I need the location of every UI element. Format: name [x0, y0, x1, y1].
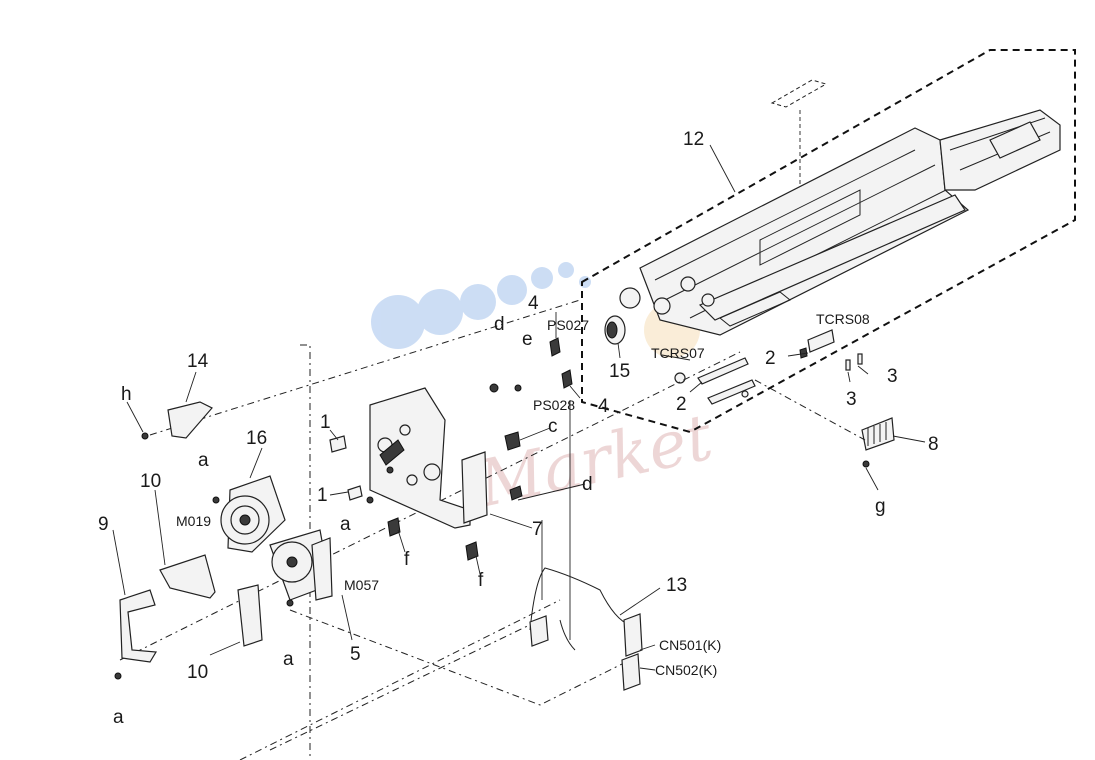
- label-ps028: PS028: [533, 397, 575, 413]
- label-a4: a: [113, 707, 124, 728]
- label-1a: 1: [320, 412, 331, 433]
- label-8: 8: [928, 434, 939, 455]
- label-7: 7: [532, 519, 543, 540]
- harness-13: [529, 567, 643, 691]
- label-e: e: [522, 329, 533, 350]
- label-2b: 2: [765, 348, 776, 369]
- label-16: 16: [246, 428, 267, 449]
- sensor-ps027: [549, 312, 561, 357]
- part-10-bracket-lower: [237, 584, 263, 647]
- label-10b: 10: [187, 662, 208, 683]
- label-12: 12: [683, 129, 704, 150]
- label-cn502: CN502(K): [655, 662, 717, 678]
- part-14-cover: [141, 401, 213, 440]
- label-d2: d: [582, 474, 593, 495]
- label-4b: 4: [598, 396, 609, 417]
- label-tcrs08: TCRS08: [816, 311, 870, 327]
- label-ps027: PS027: [547, 317, 589, 333]
- label-1b: 1: [317, 485, 328, 506]
- screws: [114, 383, 522, 680]
- label-3a: 3: [887, 366, 898, 387]
- label-5: 5: [350, 644, 361, 665]
- label-f2: f: [478, 570, 484, 591]
- callout-labels: 12 14 h 16 a 10 M019 9 1 1 a M057 a 5 10…: [98, 129, 939, 728]
- label-9: 9: [98, 514, 109, 535]
- label-a3: a: [283, 649, 294, 670]
- label-f1: f: [404, 549, 410, 570]
- roller-15: [604, 315, 626, 359]
- part-8-brush: [861, 417, 926, 468]
- label-10a: 10: [140, 471, 161, 492]
- tcrs08-board: [787, 329, 863, 371]
- label-cn501: CN501(K): [659, 637, 721, 653]
- label-m057: M057: [344, 577, 379, 593]
- motor-m057: [269, 529, 333, 601]
- unit-12-dashed-outline: [581, 49, 1076, 434]
- label-4a: 4: [528, 293, 539, 314]
- label-h: h: [121, 384, 132, 405]
- part-9-handle: [119, 589, 158, 663]
- leader-lines: [112, 144, 879, 671]
- small-parts: [329, 431, 523, 561]
- label-a2: a: [340, 514, 351, 535]
- label-14: 14: [187, 351, 209, 372]
- main-unit-housing: [619, 109, 1061, 336]
- label-15: 15: [609, 361, 630, 382]
- label-m019: M019: [176, 513, 211, 529]
- tcrs07-bracket: [674, 357, 756, 405]
- label-c: c: [548, 416, 558, 437]
- label-tcrs07: TCRS07: [651, 345, 705, 361]
- label-d1: d: [494, 314, 505, 335]
- drive-side-frame: [369, 387, 488, 529]
- motor-m019: [220, 475, 286, 553]
- sensor-ps028: [561, 369, 581, 399]
- watermark-text: Market: [471, 401, 719, 523]
- label-2a: 2: [676, 394, 687, 415]
- cover-sheet-outline: [770, 79, 828, 108]
- part-10-bracket-upper: [159, 554, 216, 599]
- label-g: g: [875, 496, 886, 517]
- label-3b: 3: [846, 389, 857, 410]
- label-a1: a: [198, 450, 209, 471]
- label-13: 13: [666, 575, 687, 596]
